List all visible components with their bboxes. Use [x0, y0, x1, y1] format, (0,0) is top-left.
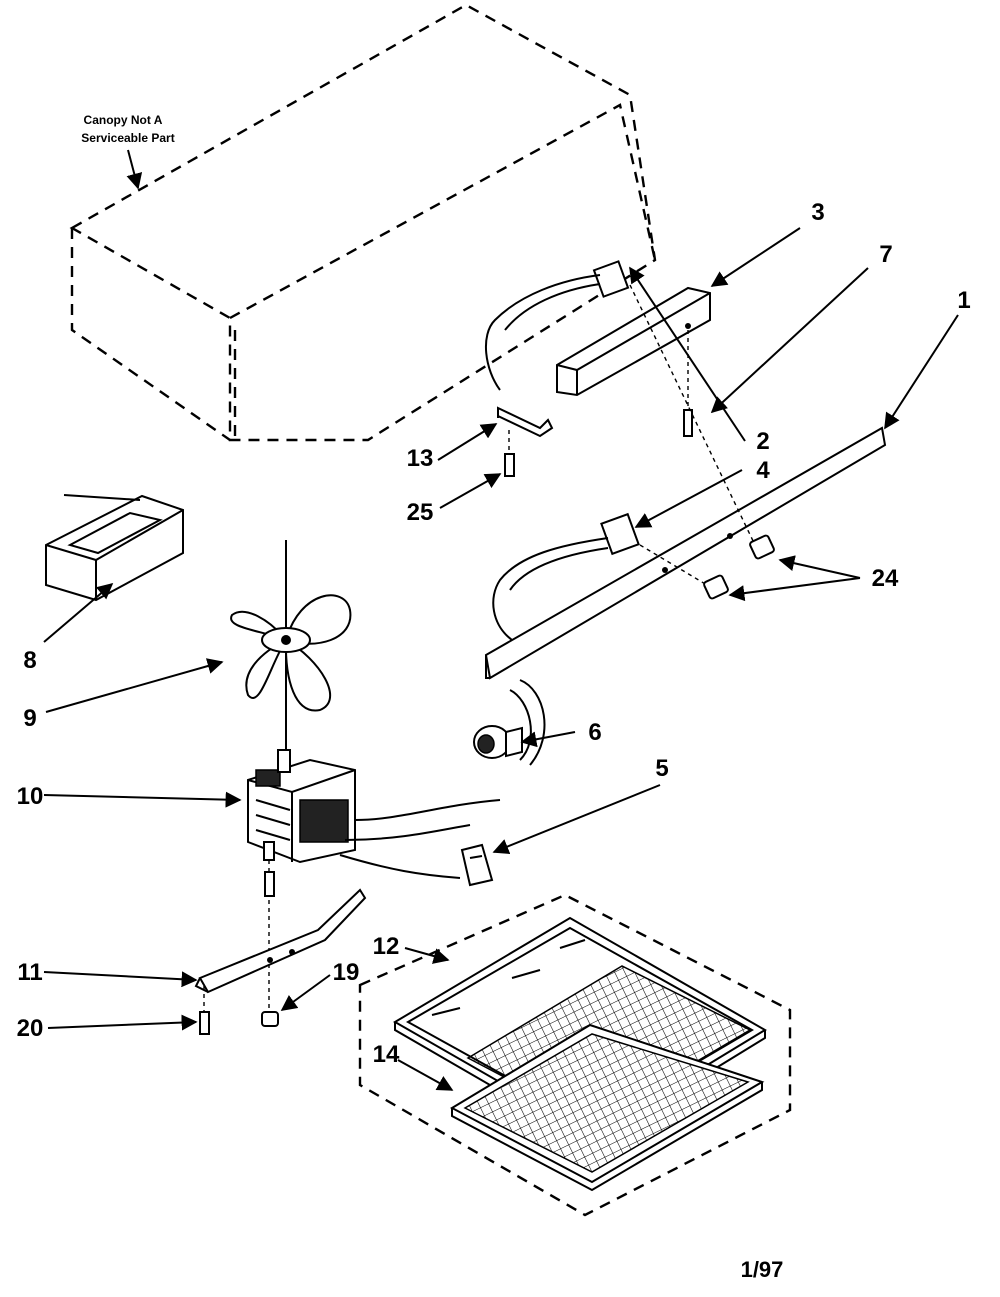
callout-24: 24: [872, 565, 899, 592]
callout-6: 6: [588, 719, 601, 746]
canopy-outline: [69, 3, 657, 442]
callout-11: 11: [17, 959, 42, 986]
part-2-switch: [484, 260, 630, 391]
canopy-note-line-1: Canopy Not A: [84, 113, 163, 127]
part-13-clip: [497, 406, 554, 438]
callout-3: 3: [811, 199, 824, 226]
footer-code: 1/97: [741, 1257, 784, 1282]
callout-20: 20: [17, 1015, 44, 1042]
part-3-bracket: [556, 286, 711, 397]
filter-kit-outline: [358, 893, 792, 1217]
callout-13: 13: [407, 445, 434, 472]
callout-2: 2: [756, 428, 769, 455]
canopy-note-line-2: Serviceable Part: [81, 131, 174, 145]
part-8-cover: [45, 494, 184, 602]
part-14-filter: [449, 1023, 765, 1192]
callout-9: 9: [23, 705, 36, 732]
part-5-clip: [460, 843, 494, 887]
part-6-connector: [473, 679, 546, 766]
callout-1: 1: [957, 287, 970, 314]
part-25-screw: [504, 430, 515, 477]
callout-14: 14: [373, 1041, 400, 1068]
part-10-motor: [247, 749, 501, 1015]
callout-19: 19: [333, 959, 360, 986]
part-20-screw: [199, 986, 210, 1035]
part-9-fan-blade: [230, 540, 352, 760]
part-24-nuts: [629, 284, 775, 600]
callout-8: 8: [23, 647, 36, 674]
callout-5: 5: [655, 755, 668, 782]
leader-lines: [43, 149, 959, 1091]
part-7-screw: [683, 330, 693, 437]
callout-10: 10: [17, 783, 44, 810]
callout-7: 7: [879, 241, 892, 268]
callout-12: 12: [373, 933, 400, 960]
callout-25: 25: [407, 499, 434, 526]
callout-4: 4: [756, 457, 770, 484]
part-1-bar: [484, 426, 887, 680]
part-4-switch: [492, 512, 640, 641]
part-19-nut: [261, 1011, 279, 1027]
